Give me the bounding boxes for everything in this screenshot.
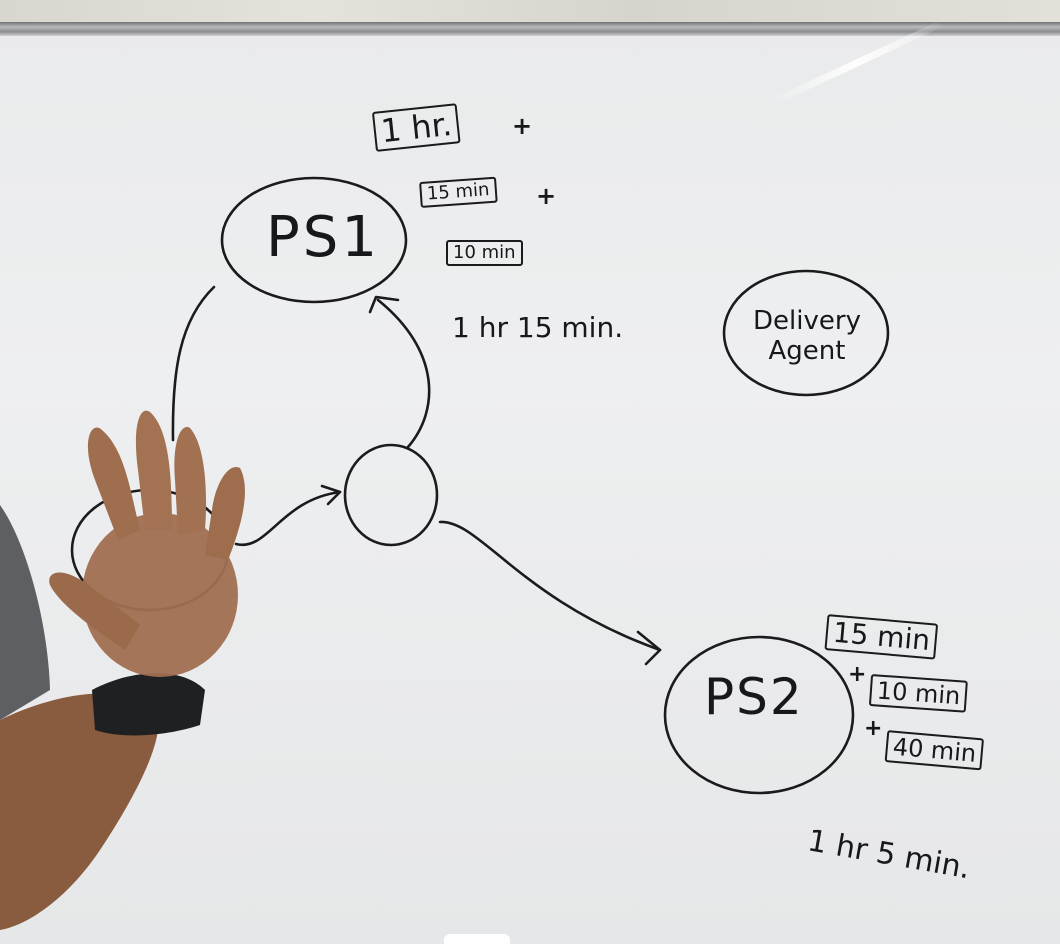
ps2-label: PS2 [704, 668, 804, 726]
ps1-label: PS1 [266, 205, 380, 270]
ps1-total-time: 1 hr 15 min. [452, 311, 624, 344]
left-to-hub-arrowhead [320, 484, 342, 506]
hub-to-ps1-arrow [376, 298, 431, 449]
video-scrubber-handle [444, 934, 510, 944]
ps1-plus-1: + [512, 112, 533, 140]
wall-strip [0, 0, 1060, 24]
delivery-agent-node-circle [722, 269, 890, 397]
ps1-time-15-min: 15 min [419, 176, 498, 208]
ps1-time-10-min: 10 min [446, 240, 523, 266]
hand-finger-4 [205, 467, 245, 560]
person-shirt [0, 505, 50, 720]
hand-finger-1 [87, 427, 140, 540]
ps2-time-10-min: 10 min [868, 674, 969, 713]
hub-to-ps2-arrowhead [636, 630, 662, 666]
ps2-node-circle [663, 635, 855, 795]
hand-finger-2 [135, 410, 172, 530]
wristwatch [92, 673, 205, 736]
whiteboard-top-rail [0, 22, 1060, 36]
left-to-hub-arrow [234, 490, 342, 547]
hub-to-ps1-arrowhead [368, 295, 400, 314]
ps1-plus-2: + [536, 182, 557, 210]
ps2-plus-2: + [864, 716, 883, 741]
hub-node-circle [343, 443, 439, 547]
ps1-to-left-line [171, 285, 216, 442]
ps1-node-circle [220, 176, 408, 304]
person-arm [0, 693, 159, 930]
ps2-plus-1: + [848, 662, 867, 687]
hand-finger-3 [174, 427, 207, 535]
hub-to-ps2-arrow [438, 520, 662, 652]
delivery-agent-label: Delivery Agent [753, 306, 861, 366]
hand-thumb [49, 572, 140, 650]
